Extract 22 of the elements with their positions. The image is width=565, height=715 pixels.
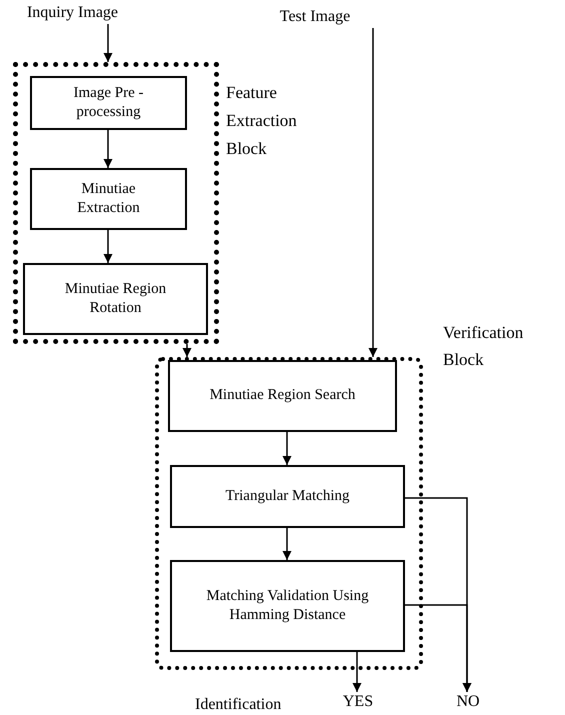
process-box: Minutiae Region Search	[168, 360, 397, 432]
flow-text: NO	[450, 692, 486, 712]
arrow	[104, 130, 112, 168]
arrow	[282, 528, 292, 560]
flow-text: Inquiry Image	[5, 2, 140, 24]
flow-text: YES	[338, 692, 378, 712]
arrow	[405, 604, 472, 692]
arrow	[182, 344, 192, 357]
process-box: Minutiae Extraction	[30, 168, 187, 230]
note-text: Identification	[195, 695, 282, 715]
block-heading: Verification Block	[443, 322, 524, 372]
block-heading: Feature Extraction Block	[226, 82, 298, 160]
arrow	[104, 230, 112, 263]
process-box: Minutiae Region Rotation	[23, 263, 208, 335]
arrow	[352, 652, 362, 692]
arrow	[282, 432, 292, 465]
arrow	[368, 28, 378, 357]
process-box: Image Pre - processing	[30, 76, 187, 130]
arrow	[104, 24, 112, 62]
process-box: Triangular Matching	[170, 465, 405, 528]
process-box: Matching Validation Using Hamming Distance	[170, 560, 405, 652]
flow-text: Test Image	[250, 6, 380, 28]
